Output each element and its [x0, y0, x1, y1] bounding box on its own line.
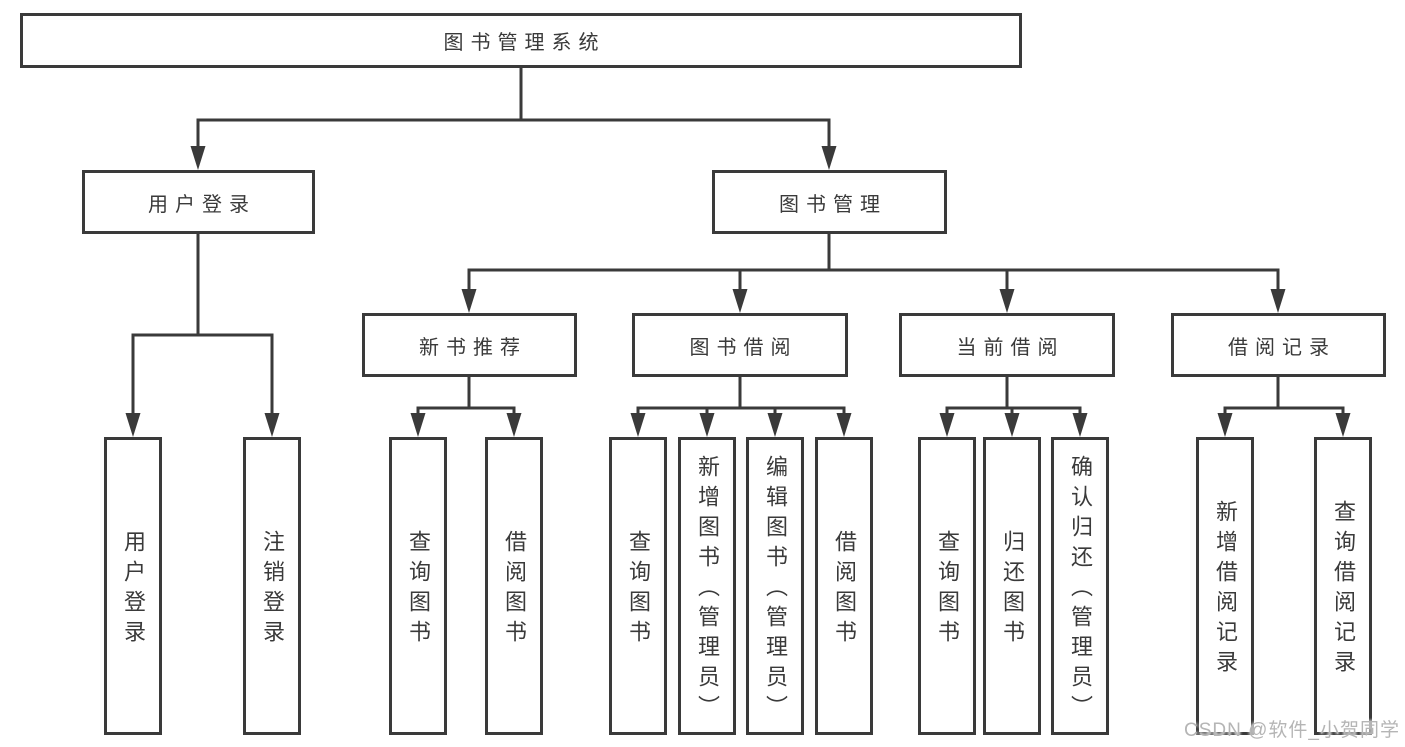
leaf-confirm-return-admin-label: 确认归还（管理员） — [1068, 455, 1093, 725]
leaf-user-login: 用户登录 — [104, 437, 162, 735]
connector-current-borrow — [939, 377, 1088, 437]
leaf-confirm-return-admin: 确认归还（管理员） — [1051, 437, 1109, 735]
leaf-logout-label: 注销登录 — [260, 530, 285, 650]
leaf-borrow-book-recommend-label: 借阅图书 — [502, 530, 527, 650]
leaf-add-book-admin: 新增图书（管理员） — [678, 437, 736, 735]
leaf-add-book-admin-label: 新增图书（管理员） — [695, 455, 720, 725]
leaf-return-book-label: 归还图书 — [1000, 530, 1025, 650]
node-new-book-recommend: 新书推荐 — [362, 313, 577, 377]
node-root: 图书管理系统 — [20, 13, 1022, 68]
leaf-add-borrow-record: 新增借阅记录 — [1196, 437, 1254, 735]
leaf-add-borrow-record-label: 新增借阅记录 — [1213, 500, 1238, 680]
connector-user-login — [125, 234, 280, 437]
node-new-book-recommend-label: 新书推荐 — [419, 336, 527, 359]
connector-book-borrow — [630, 377, 852, 437]
node-current-borrow-label: 当前借阅 — [956, 336, 1065, 359]
leaf-query-book-current: 查询图书 — [918, 437, 976, 735]
node-user-login-label: 用户登录 — [148, 193, 256, 216]
leaf-borrow-book: 借阅图书 — [815, 437, 873, 735]
leaf-borrow-book-label: 借阅图书 — [832, 530, 857, 650]
leaf-edit-book-admin-label: 编辑图书（管理员） — [763, 455, 788, 725]
node-current-borrow: 当前借阅 — [899, 313, 1115, 377]
connector-borrow-records — [1217, 377, 1351, 437]
connector-book-mgmt — [461, 234, 1286, 313]
leaf-borrow-book-recommend: 借阅图书 — [485, 437, 543, 735]
node-borrow-records-label: 借阅记录 — [1228, 336, 1336, 359]
leaf-return-book: 归还图书 — [983, 437, 1041, 735]
leaf-query-borrow-record-label: 查询借阅记录 — [1331, 500, 1356, 680]
node-book-mgmt: 图书管理 — [712, 170, 947, 234]
node-borrow-records: 借阅记录 — [1171, 313, 1386, 377]
node-root-label: 图书管理系统 — [443, 32, 606, 54]
node-book-mgmt-label: 图书管理 — [779, 193, 887, 216]
csdn-watermark: CSDN @软件_小贺同学 — [1184, 720, 1400, 741]
leaf-query-book-recommend-label: 查询图书 — [406, 530, 431, 650]
leaf-user-login-label: 用户登录 — [121, 530, 146, 650]
leaf-query-book-recommend: 查询图书 — [389, 437, 447, 735]
leaf-query-borrow-record: 查询借阅记录 — [1314, 437, 1372, 735]
leaf-query-book-borrow-label: 查询图书 — [626, 530, 651, 650]
leaf-query-book-borrow: 查询图书 — [609, 437, 667, 735]
node-book-borrow-label: 图书借阅 — [689, 336, 798, 359]
node-user-login: 用户登录 — [82, 170, 315, 234]
leaf-query-book-current-label: 查询图书 — [935, 530, 960, 650]
connector-new-book-recommend — [410, 377, 522, 437]
connector-root — [190, 67, 837, 170]
leaf-logout: 注销登录 — [243, 437, 301, 735]
node-book-borrow: 图书借阅 — [632, 313, 848, 377]
leaf-edit-book-admin: 编辑图书（管理员） — [746, 437, 804, 735]
